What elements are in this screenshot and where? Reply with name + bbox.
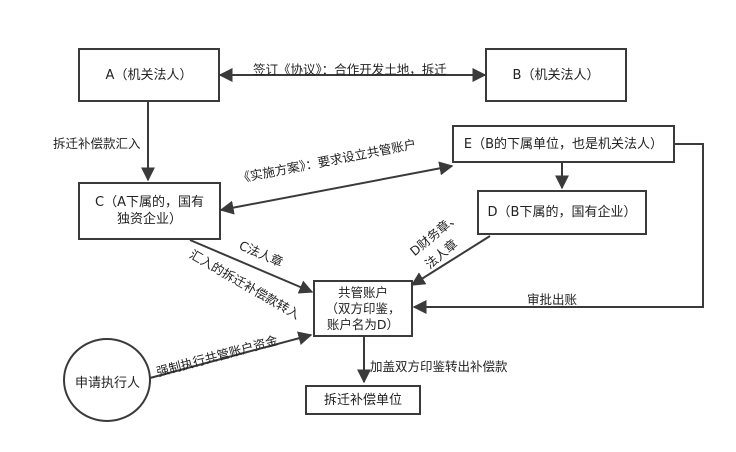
- node-c-label-line2: 独资企业）: [116, 212, 182, 227]
- edge-e-joint: [412, 143, 704, 314]
- node-e: E（B的下属单位，也是机关法人）: [452, 125, 675, 163]
- node-joint-account: 共管账户 （双方印鉴， 账户名为D）: [313, 280, 413, 337]
- node-compensation-unit-label: 拆迁补偿单位: [323, 392, 402, 408]
- edge-applicant-joint: [149, 331, 313, 379]
- node-c: C（A下属的，国有 独资企业）: [78, 182, 221, 240]
- node-b: B（机关法人）: [485, 48, 627, 102]
- node-joint-label-line2: （双方印鉴，: [325, 300, 401, 316]
- node-a: A（机关法人）: [78, 48, 220, 102]
- node-b-label: B（机关法人）: [512, 67, 600, 83]
- node-c-label-line1: C（A下属的，国有: [95, 195, 204, 210]
- edge-c-joint: [189, 239, 314, 294]
- node-a-label: A（机关法人）: [105, 67, 193, 83]
- edge-d-joint: [410, 235, 491, 286]
- edge-e-c: [219, 161, 454, 215]
- applicant-node-circle: [63, 338, 151, 422]
- edge-label-a-b: 签订《协议》：合作开发土地，拆迁: [253, 62, 447, 77]
- node-applicant-label: 申请执行人: [75, 376, 141, 391]
- node-joint-label-line1: 共管账户: [337, 284, 388, 300]
- node-compensation-unit: 拆迁补偿单位: [305, 385, 421, 415]
- node-joint-label-line3: 账户名为D）: [326, 316, 400, 332]
- node-e-label: E（B的下属单位，也是机关法人）: [463, 136, 664, 152]
- node-d: D（B下属的，国有企业）: [477, 190, 647, 235]
- edge-label-e-joint: 审批出账: [527, 292, 578, 307]
- edge-label-a-c: 拆迁补偿款汇入: [53, 136, 141, 151]
- edge-label-joint-unit: 加盖双方印鉴转出补偿款: [370, 359, 508, 374]
- node-d-label: D（B下属的，国有企业）: [487, 205, 637, 220]
